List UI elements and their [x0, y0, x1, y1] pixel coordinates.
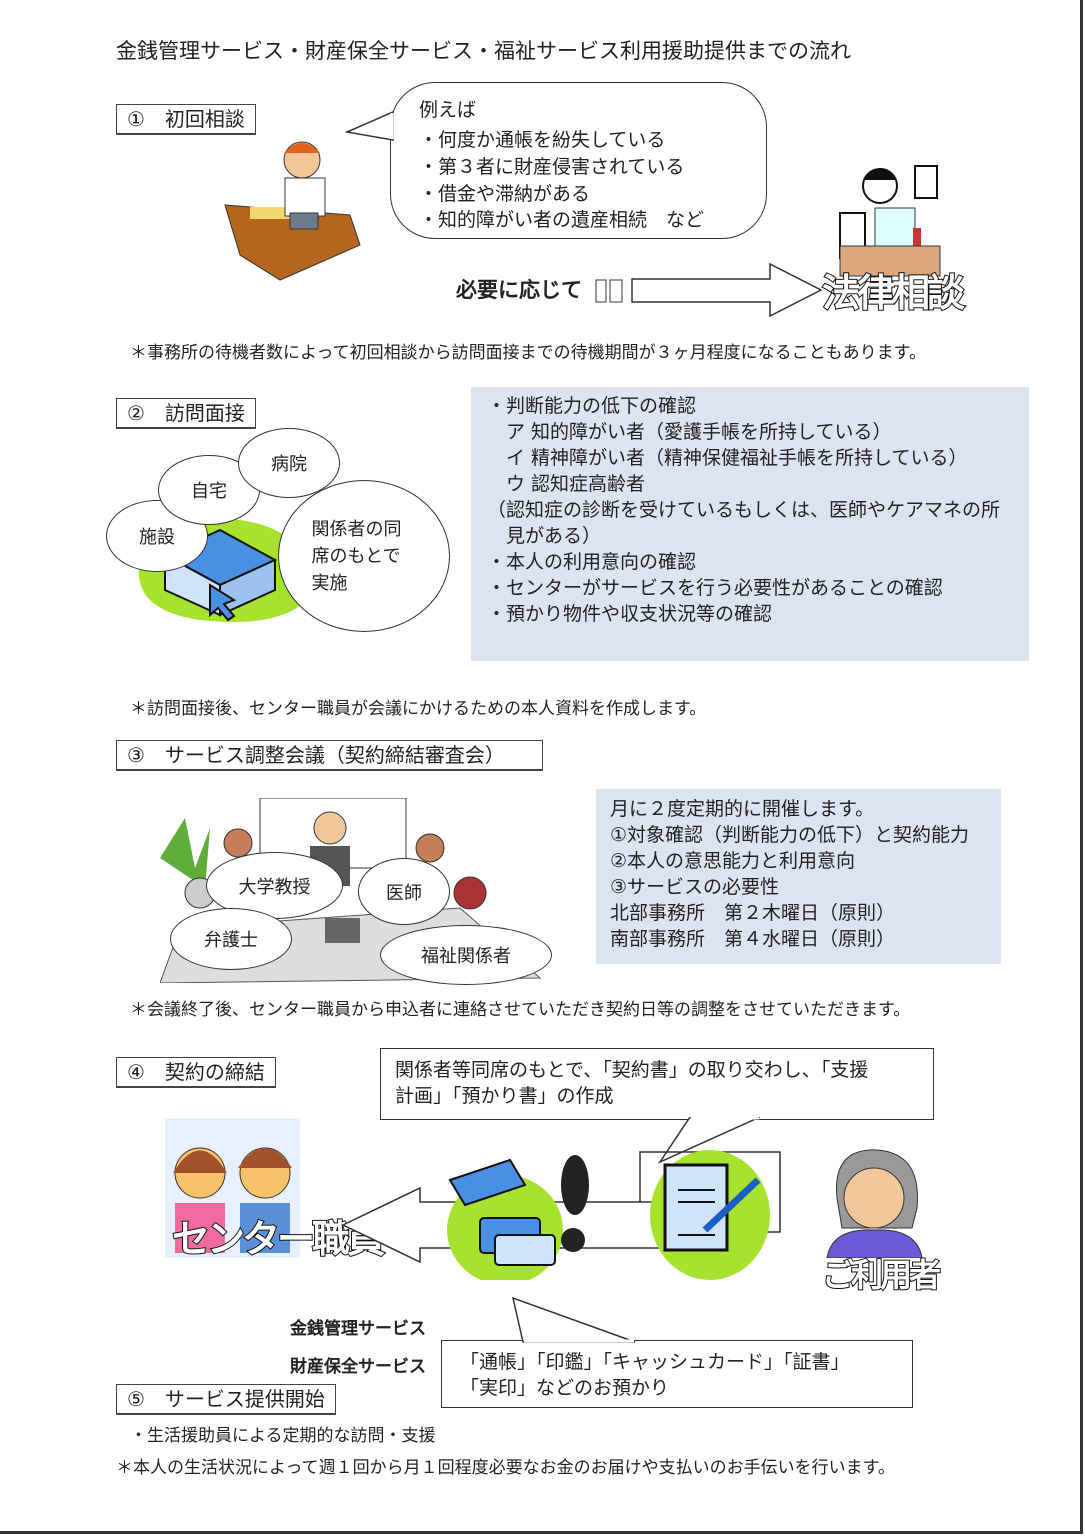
- info-line: ①対象確認（判断能力の低下）と契約能力: [610, 824, 970, 846]
- check-item: ・本人の利用意向の確認: [487, 551, 697, 573]
- step5-label: ⑤ サービス提供開始: [116, 1384, 336, 1415]
- check-item: （認知症の診断を受けているもしくは、医師やケアマネの所: [487, 499, 1001, 521]
- step2-note: ＊訪問面接後、センター職員が会議にかけるための本人資料を作成します。: [130, 699, 707, 719]
- page-title: 金銭管理サービス・財産保全サービス・福祉サービス利用援助提供までの流れ: [116, 39, 851, 63]
- attendance-bubble: 関係者の同席のもとで実施: [278, 480, 450, 632]
- check-item: イ 精神障がい者（精神保健福祉手帳を所持している）: [487, 447, 968, 469]
- step1-note: ＊事務所の待機者数によって初回相談から訪問面接までの待機期間が３ヶ月程度になるこ…: [130, 343, 926, 363]
- user-elderly-illustration: [826, 1149, 923, 1258]
- info-line: ②本人の意思能力と利用意向: [610, 850, 856, 872]
- callout-line: 計画」「預かり書」の作成: [395, 1085, 614, 1107]
- contract-callout: 関係者等同席のもとで、「契約書」の取り交わし、「支援 計画」「預かり書」の作成: [380, 1048, 934, 1120]
- bubble-item: ・知的障がい者の遺産相続 など: [419, 209, 705, 231]
- info-line: 月に２度定期的に開催します。: [610, 798, 875, 820]
- member-bubble-professor: 大学教授: [206, 852, 343, 919]
- bubble-item: ・借金や滞納がある: [419, 183, 591, 205]
- right-arrow-icon: [595, 262, 823, 318]
- check-item: ・センターがサービスを行う必要性があることの確認: [487, 577, 943, 599]
- bubble-heading: 例えば: [419, 99, 477, 121]
- left-arrow-icon: [341, 1150, 781, 1280]
- bubble-item: ・第３者に財産侵害されている: [419, 156, 685, 178]
- step5-note: ＊本人の生活状況によって週１回から月１回程度必要なお金のお届けや支払いのお手伝い…: [116, 1458, 895, 1478]
- info-line: ③サービスの必要性: [610, 876, 780, 898]
- deposit-callout: 「通帳」「印鑑」「キャッシュカード」「証書」 「実印」などのお預かり: [441, 1340, 913, 1408]
- service-money-management: 金銭管理サービス: [290, 1319, 426, 1339]
- info-line: 南部事務所 第４水曜日（原則）: [610, 928, 896, 950]
- place-bubble-hospital: 病院: [238, 428, 340, 498]
- callout-line: 「通帳」「印鑑」「キャッシュカード」「証書」: [460, 1351, 850, 1373]
- example-speech-bubble: 例えば ・何度か通帳を紛失している ・第３者に財産侵害されている ・借金や滞納が…: [390, 82, 767, 239]
- callout-line: 「実印」などのお預かり: [460, 1377, 670, 1399]
- center-staff-illustration: [165, 1118, 300, 1258]
- check-item: 見がある）: [487, 525, 602, 547]
- user-label: ご利用者: [821, 1255, 942, 1295]
- callout-line: 関係者等同席のもとで、「契約書」の取り交わし、「支援: [395, 1059, 869, 1081]
- member-bubble-doctor: 医師: [358, 858, 450, 925]
- callout-tail: [657, 1117, 761, 1164]
- check-item: ウ 認知症高齢者: [487, 473, 646, 495]
- check-item: ・判断能力の低下の確認: [487, 395, 697, 417]
- step2-checklist-box: ・判断能力の低下の確認 ア 知的障がい者（愛護手帳を所持している） イ 精神障が…: [471, 387, 1029, 661]
- step4-label: ④ 契約の締結: [116, 1057, 276, 1088]
- check-item: ・預かり物件や収支状況等の確認: [487, 603, 773, 625]
- service-property-protection: 財産保全サービス: [290, 1357, 426, 1377]
- callout-tail: [511, 1296, 636, 1343]
- member-bubble-lawyer: 弁護士: [170, 908, 292, 970]
- step5-item: ・生活援助員による定期的な訪問・支援: [130, 1426, 436, 1446]
- meeting-info-box: 月に２度定期的に開催します。 ①対象確認（判断能力の低下）と契約能力 ②本人の意…: [596, 789, 1001, 964]
- bubble-tail: [345, 110, 394, 141]
- legal-consultation-label: 法律相談: [821, 270, 966, 316]
- step2-label: ② 訪問面接: [116, 398, 256, 429]
- step3-label: ③ サービス調整会議（契約締結審査会）: [116, 740, 543, 771]
- step1-label: ① 初回相談: [116, 104, 256, 135]
- attendance-text: 関係者の同席のもとで実施: [311, 518, 402, 594]
- bubble-item: ・何度か通帳を紛失している: [419, 129, 666, 151]
- lawyer-illustration: [839, 165, 941, 277]
- check-item: ア 知的障がい者（愛護手帳を所持している）: [487, 421, 892, 443]
- info-line: 北部事務所 第２木曜日（原則）: [610, 902, 896, 924]
- phone-consultant-illustration: [224, 141, 361, 281]
- member-bubble-welfare: 福祉関係者: [380, 925, 552, 985]
- arrow-label: 必要に応じて: [456, 278, 582, 302]
- step3-note: ＊会議終了後、センター職員から申込者に連絡させていただき契約日等の調整をさせてい…: [130, 1000, 911, 1020]
